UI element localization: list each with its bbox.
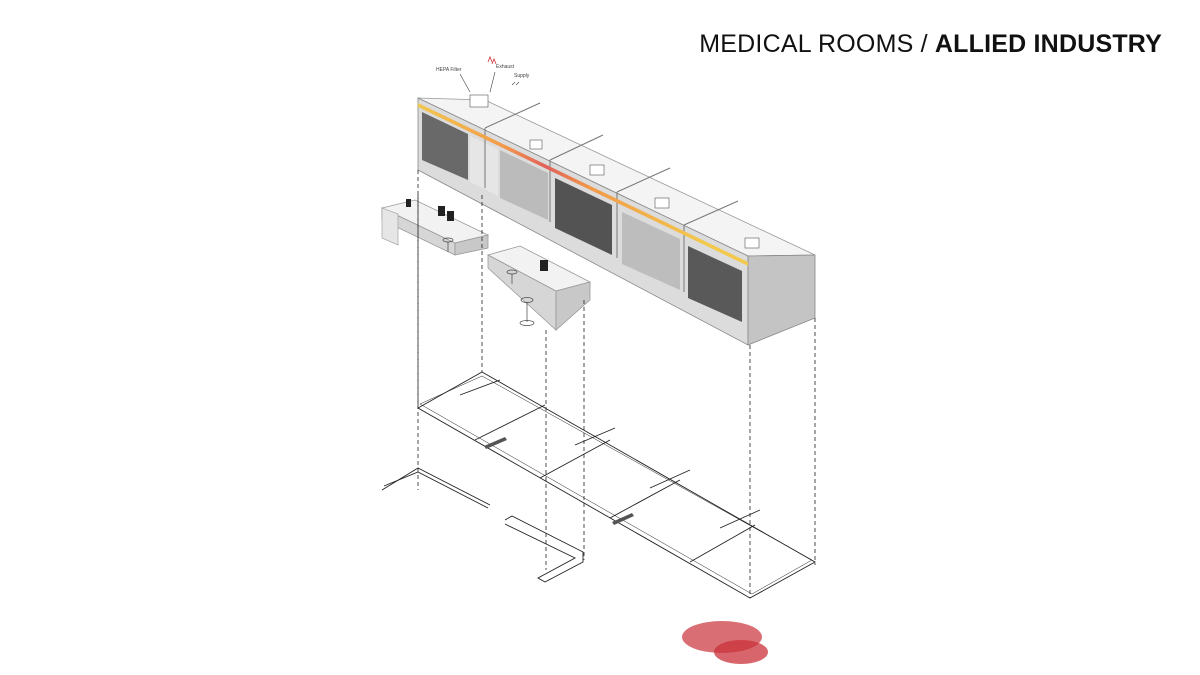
floor-plan (417, 371, 816, 599)
title-bold: ALLIED INDUSTRY (934, 30, 1162, 58)
supply-label: Supply (514, 73, 530, 79)
room-equipment (469, 94, 760, 249)
reception-counters (380, 199, 592, 331)
door-markers (484, 437, 634, 525)
lower-counter-plan (381, 467, 584, 583)
red-zone-markers (682, 621, 768, 664)
room-interiors (422, 112, 742, 322)
exhaust-label: Exhaust (496, 64, 515, 70)
projection-lines (417, 170, 816, 598)
stools (442, 237, 535, 326)
title-regular: MEDICAL ROOMS / (699, 30, 935, 58)
medical-rooms-module: HEPA Filter Exhaust Supply (417, 55, 816, 346)
hepa-filter-label: HEPA Filter (436, 67, 462, 73)
airflow-arrows (487, 55, 497, 65)
monitor-icon (438, 206, 445, 216)
supply-arrows (459, 71, 520, 93)
red-zone-ellipse-2 (714, 640, 768, 664)
floor-plan-outline (417, 371, 816, 599)
colored-ceiling-band (418, 103, 748, 266)
module-end-face (747, 254, 816, 346)
page-title: MEDICAL ROOMS / ALLIED INDUSTRY (699, 30, 1162, 59)
monitor-icon-2 (540, 260, 548, 271)
